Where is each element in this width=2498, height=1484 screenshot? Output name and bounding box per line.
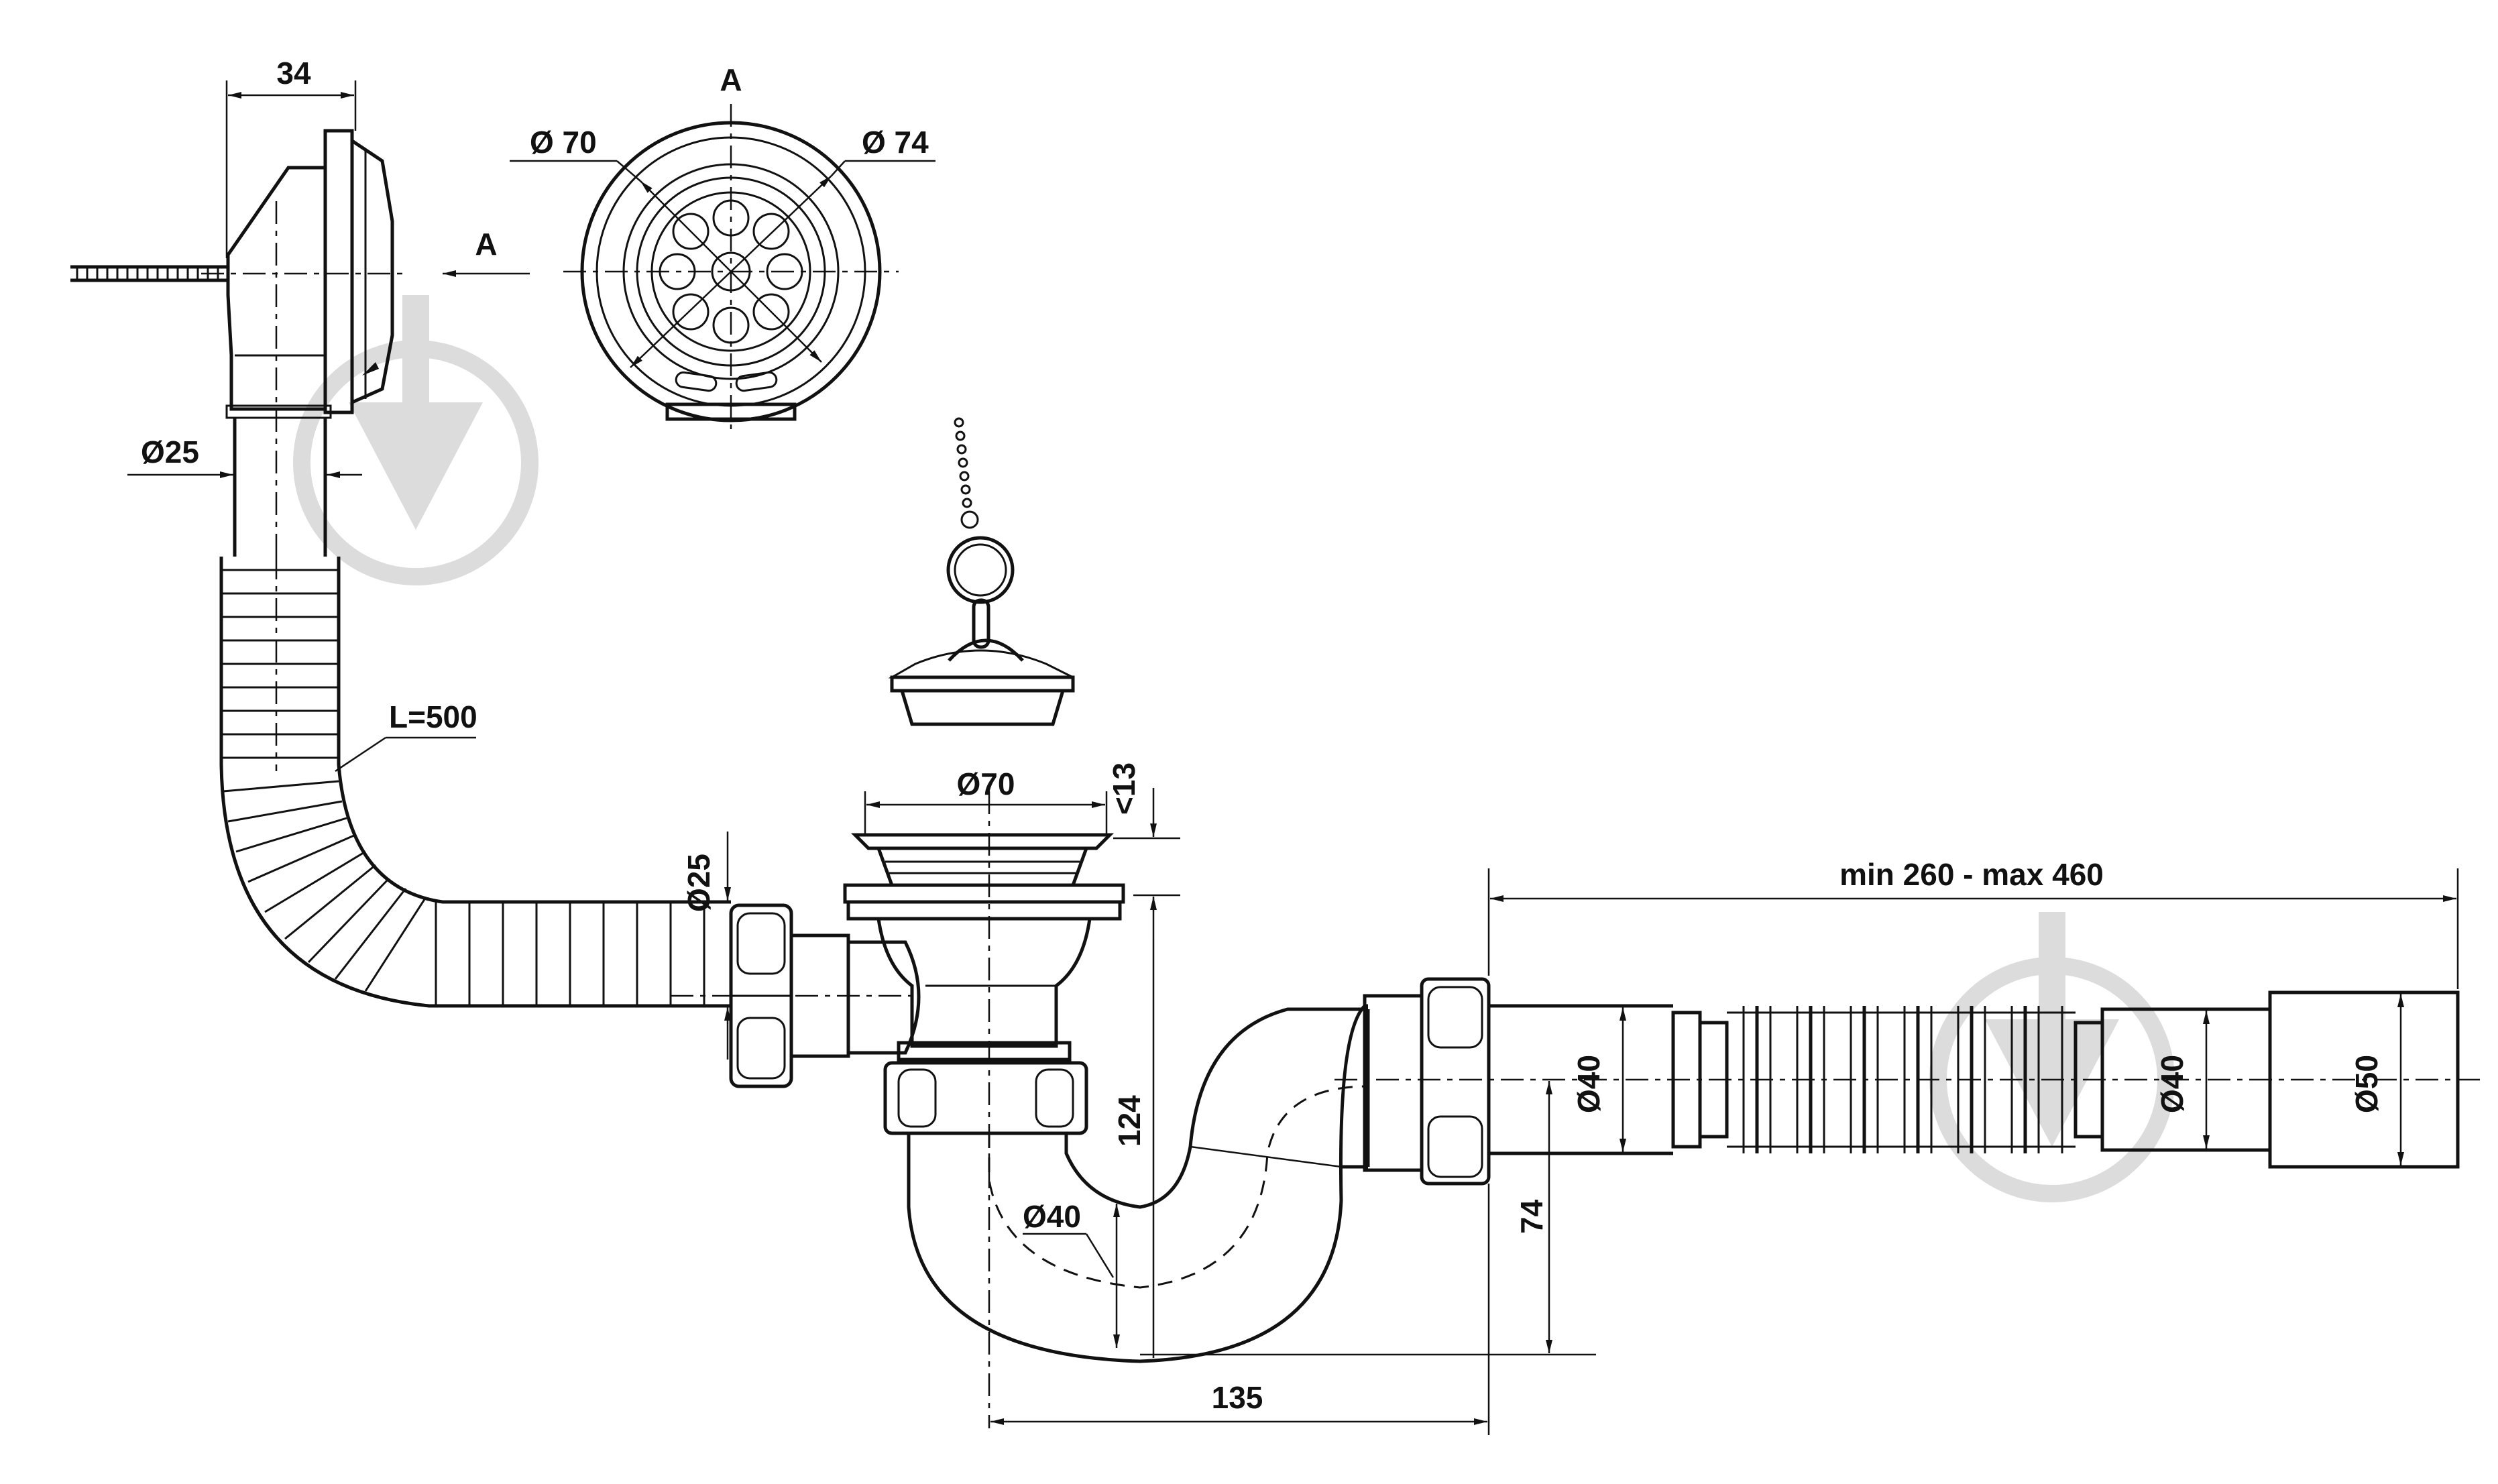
- label-outlet-range: min 260 - max 460: [1839, 857, 2104, 892]
- dimension-dia-25-top: Ø25: [127, 435, 362, 478]
- outlet-pipe: [1335, 990, 2481, 1169]
- label-dim-13: <13: [1106, 762, 1141, 815]
- chain-plug: [888, 417, 1075, 726]
- label-outlet-dia-50: Ø50: [2349, 1055, 2384, 1113]
- droplet-arrow-icon: [293, 295, 538, 585]
- side-inlet-union: [671, 903, 921, 1088]
- flexible-hose: L=500: [219, 557, 731, 1008]
- basin-waste: [843, 791, 1125, 1428]
- dimension-outlet-dia-50: Ø50: [2349, 994, 2404, 1165]
- dimension-124: 124: [1112, 939, 1155, 1358]
- dimension-outlet-dia-40-a: Ø40: [1571, 1007, 1626, 1152]
- label-view-a-top: A: [720, 62, 742, 97]
- label-outlet-dia-40-a: Ø40: [1571, 1055, 1606, 1113]
- label-dia-25-vertical: Ø25: [681, 854, 716, 912]
- label-dia-70: Ø 70: [530, 125, 597, 160]
- label-grate-dia-70: Ø70: [957, 766, 1015, 801]
- dimension-13: <13: [1106, 762, 1180, 939]
- label-dim-124: 124: [1112, 1095, 1147, 1147]
- label-view-a-arrow: A: [475, 227, 497, 262]
- view-a-grate: A Ø 70 Ø 74: [510, 62, 935, 429]
- label-outlet-dia-40-b: Ø40: [2155, 1055, 2190, 1113]
- label-dim-34: 34: [276, 56, 311, 91]
- dimension-135: 135: [990, 1184, 1490, 1435]
- label-dia-25-top: Ø25: [141, 435, 199, 469]
- label-dim-135: 135: [1212, 1380, 1263, 1415]
- label-dim-74: 74: [1514, 1199, 1549, 1234]
- dimension-dia-25-vertical: Ø25: [681, 832, 731, 1060]
- s-trap: Ø40: [907, 1004, 1370, 1363]
- dimension-outlet-range: min 260 - max 460: [1487, 857, 2459, 989]
- label-dia-74: Ø 74: [862, 125, 929, 160]
- overflow-fitting: [70, 129, 402, 557]
- outlet-union: [1363, 977, 1491, 1186]
- dimension-74: 74: [1140, 1081, 1596, 1356]
- dimension-grate-dia-70: Ø70: [864, 766, 1108, 835]
- view-a-arrow: A: [443, 227, 530, 277]
- trap-union-nut: [883, 1061, 1088, 1135]
- dimension-outlet-dia-40-b: Ø40: [2155, 1011, 2210, 1149]
- dimension-34: 34: [225, 56, 357, 258]
- label-trap-dia-40: Ø40: [1023, 1199, 1081, 1234]
- label-hose-length: L=500: [389, 699, 477, 734]
